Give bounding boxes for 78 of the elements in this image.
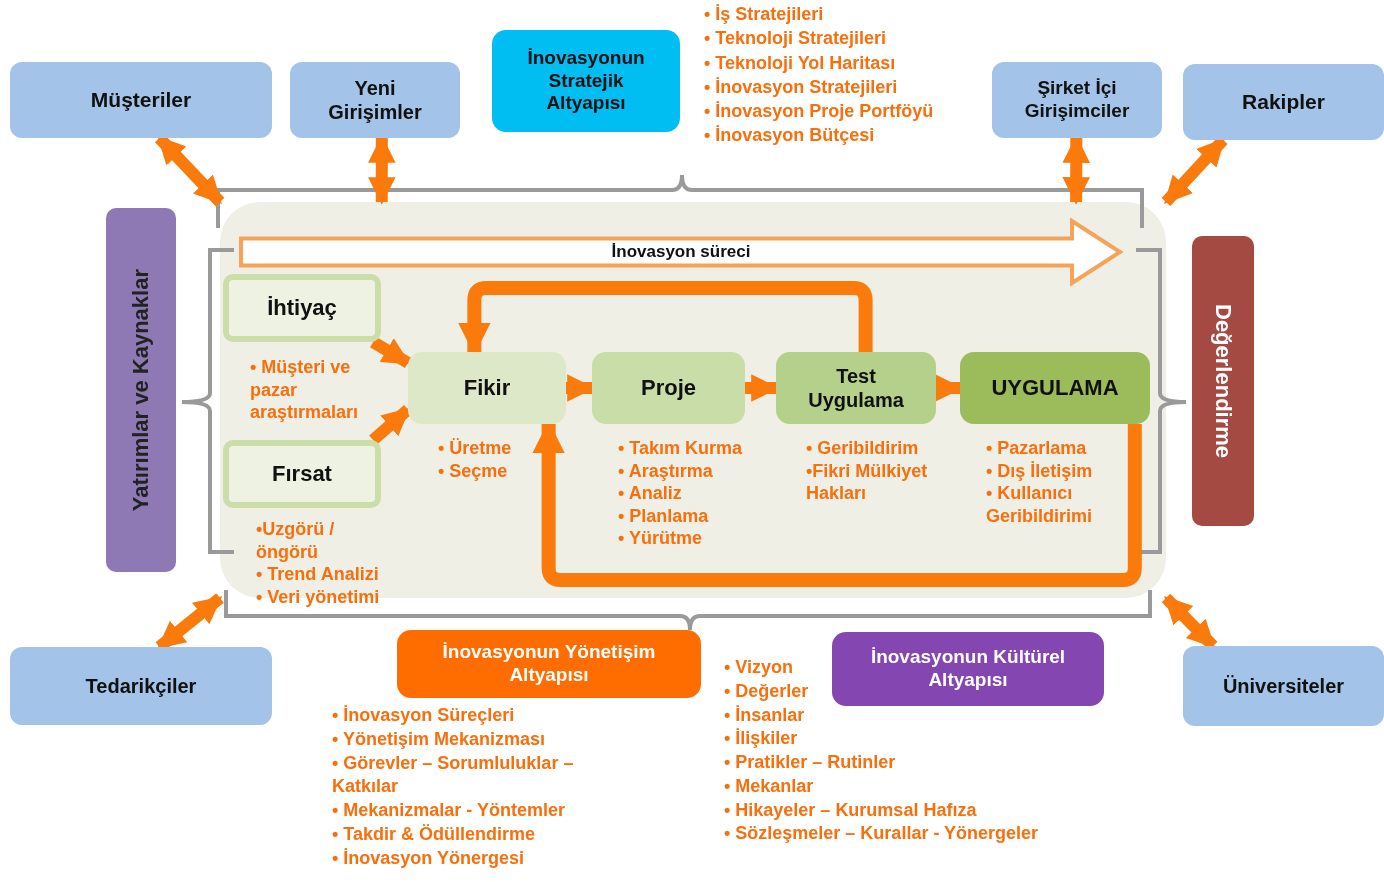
- list-item: • Araştırma: [618, 459, 713, 482]
- arrow: [745, 374, 779, 402]
- arrow: [566, 374, 595, 402]
- stakeholder-box: [1183, 64, 1384, 140]
- stage-box: [776, 352, 936, 424]
- list-item: • Mekanlar: [724, 774, 814, 798]
- list-item: • Teknoloji Stratejileri: [704, 27, 886, 51]
- side-bar: [1192, 236, 1254, 526]
- input-box: [223, 274, 381, 342]
- node-label: Fırsat: [272, 460, 332, 488]
- list-item: • Mekanizmalar - Yöntemler: [332, 799, 566, 822]
- list-item: • İnovasyon Stratejileri: [704, 75, 898, 99]
- arrow: [369, 405, 412, 445]
- list-item: • Üretme: [438, 437, 512, 460]
- stakeholder-box: [992, 62, 1162, 138]
- list-item: • İnsanlar: [724, 703, 805, 727]
- node-label: İnovasyonun Stratejik Altyapısı: [526, 46, 646, 116]
- list-item: • Pratikler – Rutinler: [724, 751, 896, 774]
- list-item: • Vizyon: [724, 656, 793, 679]
- list-item: •Uzgörü / öngörü: [256, 518, 336, 563]
- list-item: • Yürütme: [618, 527, 702, 550]
- node-label: UYGULAMA: [991, 374, 1119, 402]
- list-item: • İnovasyon Süreçleri: [332, 704, 515, 727]
- list-item: • İnovasyon Yönergesi: [332, 846, 525, 870]
- input-box: [223, 440, 381, 508]
- list-item: • Planlama: [618, 504, 709, 527]
- stage-box: [408, 352, 566, 424]
- node-label: Rakipler: [1242, 89, 1325, 115]
- node-label: Fikir: [463, 374, 511, 402]
- list-item: • İnovasyon Proje Portföyü: [704, 100, 934, 124]
- list-item: • Pazarlama: [986, 437, 1087, 460]
- double-arrow: [1062, 135, 1091, 205]
- list-item: • Geribildirim: [806, 437, 919, 460]
- side-bar: [106, 208, 176, 572]
- list-item: • Veri yönetimi: [256, 585, 380, 608]
- list-item: • Dış İletişim: [986, 459, 1093, 482]
- list-item: • Değerler: [724, 679, 809, 703]
- stage-box: [960, 352, 1150, 424]
- node-label: İnovasyonun Kültürel Altyapısı: [869, 646, 1067, 692]
- stakeholder-box: [10, 62, 272, 138]
- list-item: •Fikri Mülkiyet Hakları: [806, 459, 929, 505]
- node-label: İnovasyonun Yönetişim Altyapısı: [441, 641, 657, 687]
- list-item: • Analiz: [618, 482, 682, 505]
- list-item: • Sözleşmeler – Kurallar - Yönergeler: [724, 822, 1039, 846]
- list-item: • Müşteri ve pazar araştırmaları: [250, 356, 360, 424]
- node-label: İhtiyaç: [267, 294, 337, 322]
- list-item: • Hikayeler – Kurumsal Hafıza: [724, 798, 977, 822]
- node-label: Müşteriler: [90, 87, 192, 113]
- list-item: • Kullanıcı Geribildirimi: [986, 482, 1094, 527]
- node-label: Tedarikçiler: [85, 674, 197, 698]
- infrastructure-box: [492, 30, 680, 132]
- node-label: Üniversiteler: [1222, 674, 1345, 698]
- list-item: • İş Stratejileri: [704, 3, 824, 26]
- double-arrow: [368, 135, 396, 205]
- infrastructure-box: [832, 632, 1104, 706]
- list-item: • Trend Analizi: [256, 563, 379, 586]
- list-item: • Görevler – Sorumluluklar – Katkılar: [332, 751, 575, 799]
- node-label: Şirket İçi Girişimciler: [1023, 77, 1131, 123]
- list-item: • Seçme: [438, 459, 508, 482]
- arrow: [370, 336, 412, 368]
- list-item: • Takım Kurma: [618, 437, 742, 460]
- node-label: Değerlendirme: [1210, 303, 1237, 459]
- stakeholder-box: [1183, 646, 1384, 726]
- node-label: Yatırımlar ve Kaynaklar: [127, 268, 154, 512]
- node-label: Proje: [641, 374, 696, 402]
- node-label: İnovasyon süreci: [611, 241, 751, 263]
- list-item: • İnovasyon Bütçesi: [704, 124, 875, 148]
- node-label: Yeni Girişimler: [327, 76, 423, 124]
- list-item: • Yönetişim Mekanizması: [332, 727, 546, 751]
- list-item: • İlişkiler: [724, 727, 798, 751]
- stakeholder-box: [290, 62, 460, 138]
- infrastructure-box: [397, 630, 701, 698]
- stakeholder-box: [10, 647, 272, 725]
- list-item: • Teknoloji Yol Haritası: [704, 51, 896, 75]
- stage-box: [592, 352, 745, 424]
- list-item: • Takdir & Ödüllendirme: [332, 822, 535, 846]
- node-label: Test Uygulama: [807, 364, 905, 412]
- arrow: [935, 374, 963, 402]
